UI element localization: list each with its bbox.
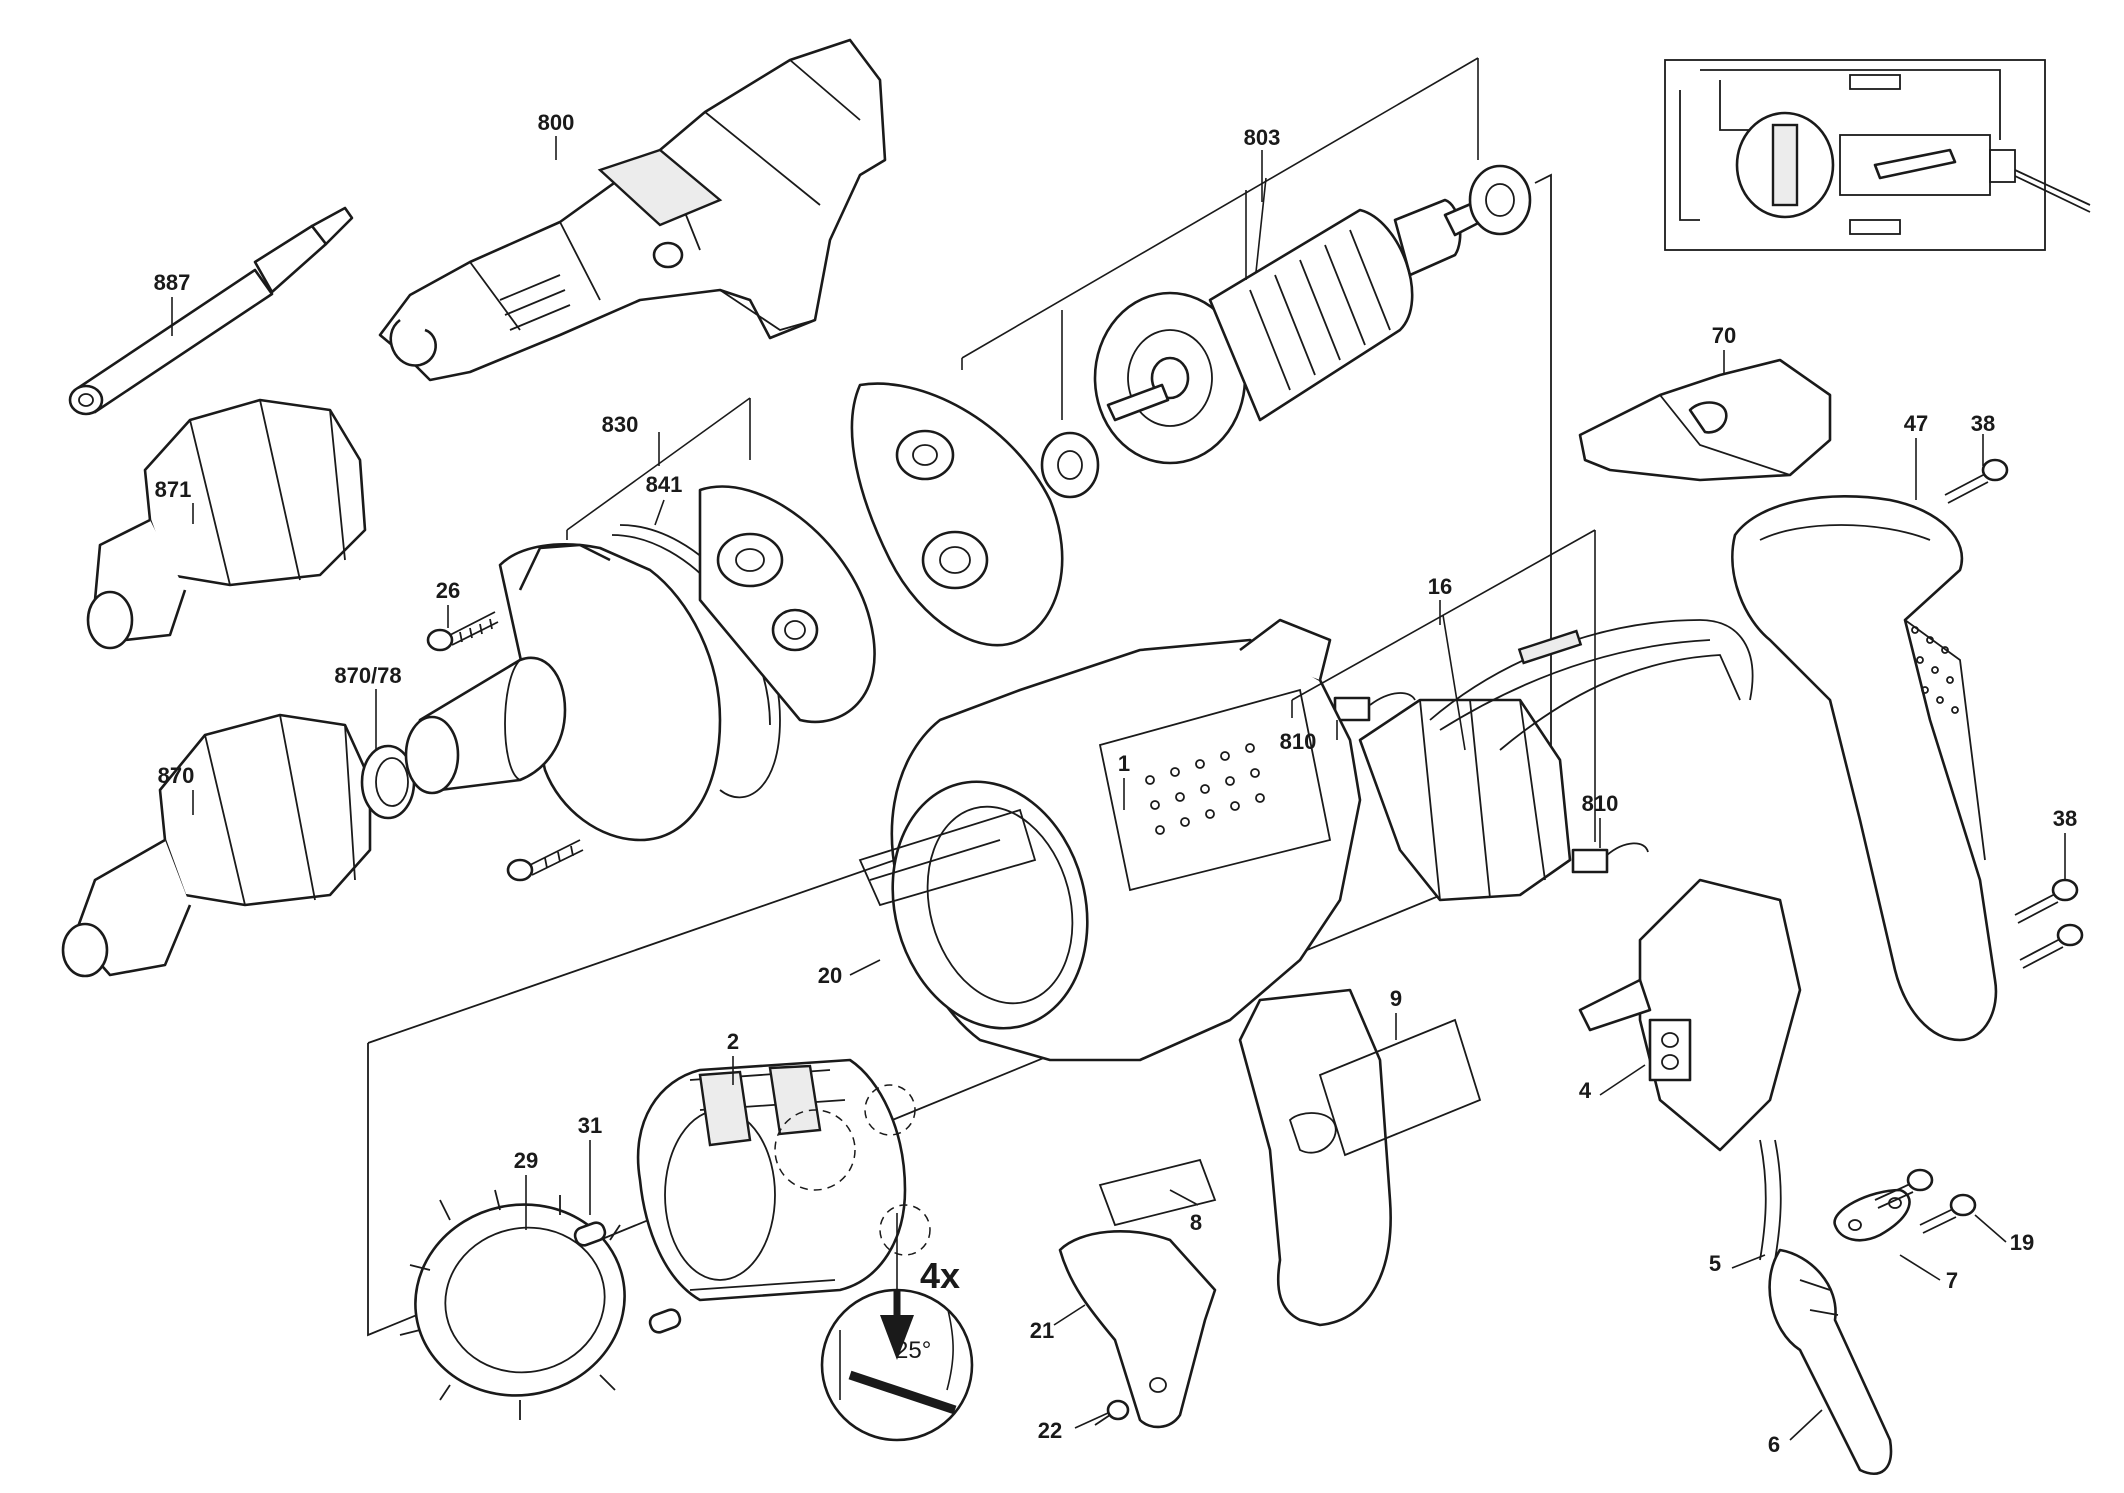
part-803-end-shield bbox=[850, 382, 1064, 647]
callout-870-78: 870/78 bbox=[334, 663, 401, 688]
down-arrow-icon bbox=[880, 1315, 914, 1360]
part-803-bearing-large bbox=[1468, 164, 1532, 236]
wiring-schematic bbox=[1664, 59, 2091, 251]
detail-angle: 25° bbox=[895, 1337, 931, 1364]
detail-inset: 4x 25° bbox=[820, 1213, 974, 1442]
part-29-ring bbox=[399, 1189, 626, 1420]
callout-20: 20 bbox=[818, 963, 842, 988]
callout-19: 19 bbox=[2010, 1230, 2034, 1255]
callout-4: 4 bbox=[1579, 1078, 1592, 1103]
callout-2: 2 bbox=[727, 1029, 739, 1054]
part-887-bit-holder bbox=[68, 206, 354, 416]
part-70-switch-cover bbox=[1578, 358, 1832, 482]
callout-38-lower: 38 bbox=[2053, 806, 2077, 831]
insertion-angle-mark bbox=[848, 1370, 957, 1415]
part-803-bearing-small bbox=[1040, 431, 1100, 499]
part-19-screw-upper bbox=[1874, 1168, 1934, 1209]
callout-803: 803 bbox=[1244, 125, 1281, 150]
callout-800: 800 bbox=[538, 110, 575, 135]
part-38-screw-upper bbox=[1944, 458, 2009, 504]
callout-5: 5 bbox=[1709, 1251, 1721, 1276]
callout-810-upper: 810 bbox=[1280, 729, 1317, 754]
callout-38-upper: 38 bbox=[1971, 411, 1995, 436]
part-26-screw-lower bbox=[506, 839, 584, 882]
part-5-cable bbox=[1759, 1139, 1782, 1261]
part-38-screw-lower bbox=[2019, 923, 2084, 969]
leader-lines bbox=[171, 136, 2066, 1441]
callout-871: 871 bbox=[155, 477, 192, 502]
part-16-brush-holder bbox=[1358, 619, 1754, 902]
callout-810-lower: 810 bbox=[1582, 791, 1619, 816]
part-20-label bbox=[858, 808, 1037, 907]
detail-quantity: 4x bbox=[920, 1255, 960, 1296]
part-21-cover bbox=[1058, 1230, 1217, 1429]
part-38-screw-middle bbox=[2014, 878, 2079, 924]
callout-7: 7 bbox=[1946, 1268, 1958, 1293]
part-8-rating-plate bbox=[1098, 1158, 1217, 1227]
callout-31: 31 bbox=[578, 1113, 602, 1138]
bracket-803 bbox=[961, 57, 1479, 420]
callout-21: 21 bbox=[1030, 1318, 1054, 1343]
part-22-screw bbox=[1094, 1399, 1130, 1426]
callout-1: 1 bbox=[1118, 751, 1130, 776]
upper-frame-diagonal bbox=[367, 852, 916, 1044]
part-841-bearing-plate bbox=[698, 485, 876, 724]
part-810-carbon-brush-lower bbox=[1571, 842, 1649, 874]
part-871-depth-stop-sleeve bbox=[86, 398, 367, 650]
callout-870: 870 bbox=[158, 763, 195, 788]
part-803-armature bbox=[1093, 198, 1490, 465]
callout-8: 8 bbox=[1190, 1210, 1202, 1235]
part-870-depth-stop-sleeve bbox=[61, 713, 372, 978]
callout-16: 16 bbox=[1428, 574, 1452, 599]
callout-47: 47 bbox=[1904, 411, 1928, 436]
part-26-screw-upper bbox=[426, 611, 499, 652]
callout-887: 887 bbox=[154, 270, 191, 295]
part-830-gear-housing bbox=[404, 543, 722, 842]
callout-70: 70 bbox=[1712, 323, 1736, 348]
callout-830: 830 bbox=[602, 412, 639, 437]
part-810-carbon-brush-upper bbox=[1333, 692, 1416, 722]
callout-29: 29 bbox=[514, 1148, 538, 1173]
part-1-motor-housing bbox=[890, 618, 1392, 1327]
part-7-cable-clamp bbox=[1833, 1188, 1911, 1242]
part-800-magazine-attachment bbox=[378, 38, 887, 382]
part-2-field-stator bbox=[636, 1058, 931, 1302]
bracket-830 bbox=[566, 397, 751, 540]
callout-6: 6 bbox=[1768, 1432, 1780, 1457]
part-47-handle-shell bbox=[1731, 495, 1998, 1042]
callout-22: 22 bbox=[1038, 1418, 1062, 1443]
part-4-switch bbox=[1578, 878, 1802, 1152]
part-31-pin-upper bbox=[573, 1221, 607, 1247]
part-6-cable-protector bbox=[1768, 1248, 1893, 1476]
callout-26: 26 bbox=[436, 578, 460, 603]
part-31-pin-lower bbox=[648, 1308, 682, 1334]
part-19-screw-lower bbox=[1919, 1193, 1977, 1234]
callout-9: 9 bbox=[1390, 986, 1402, 1011]
callout-841: 841 bbox=[646, 472, 683, 497]
part-9-label bbox=[1318, 1018, 1482, 1157]
bracket-16 bbox=[1291, 529, 1596, 842]
